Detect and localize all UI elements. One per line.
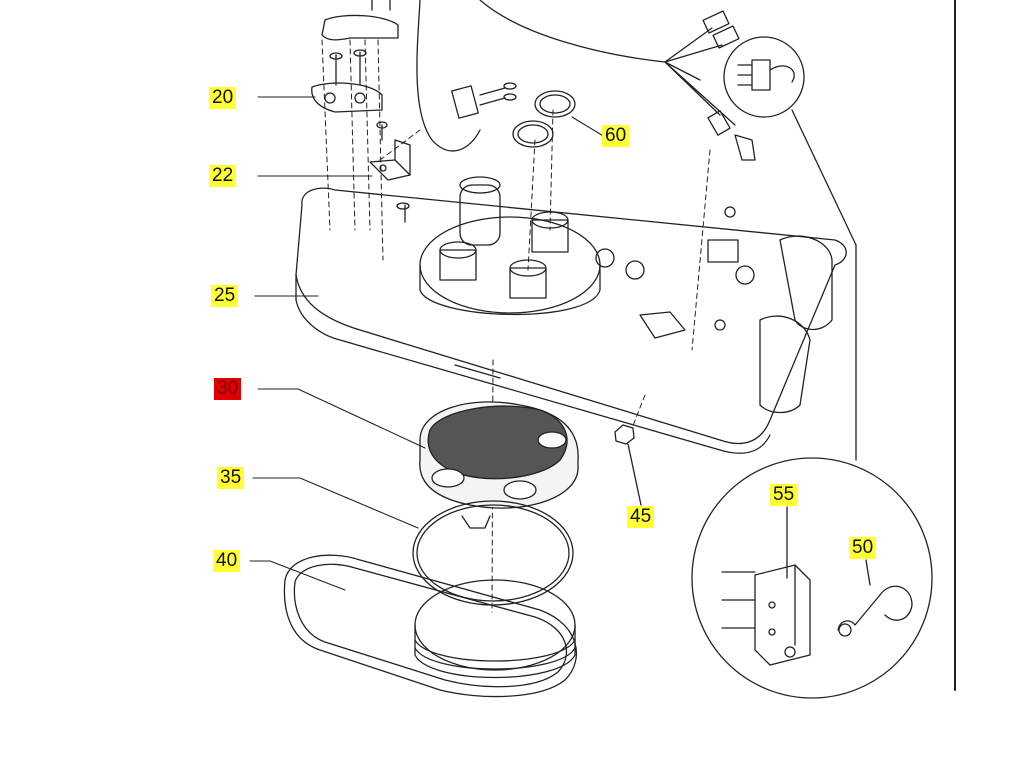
- wiring-harness: [416, 0, 756, 161]
- callout-25[interactable]: 25: [211, 285, 239, 307]
- callout-60[interactable]: 60: [602, 125, 630, 147]
- callout-20[interactable]: 20: [209, 87, 237, 109]
- o-rings: [512, 90, 576, 148]
- callout-55[interactable]: 55: [770, 484, 798, 506]
- base-tray: [283, 554, 578, 698]
- callout-22[interactable]: 22: [209, 165, 237, 187]
- callout-40[interactable]: 40: [213, 550, 241, 572]
- bracket-plates: [311, 0, 410, 223]
- switch-detail-inset-top: [723, 36, 857, 461]
- callout-35[interactable]: 35: [217, 467, 245, 489]
- callout-45[interactable]: 45: [627, 506, 655, 528]
- callout-30[interactable]: 30: [214, 378, 242, 400]
- micro-switch-top: [451, 82, 517, 119]
- seal-ring: [412, 500, 574, 606]
- leader-lines: [249, 96, 606, 591]
- main-housing: [295, 176, 847, 454]
- callout-50[interactable]: 50: [849, 537, 877, 559]
- switch-detail-inset: [691, 457, 933, 699]
- filter-plate: [419, 401, 579, 529]
- small-bracket: [369, 139, 411, 181]
- nut: [614, 424, 642, 506]
- bottom-blank-area: [0, 715, 1024, 768]
